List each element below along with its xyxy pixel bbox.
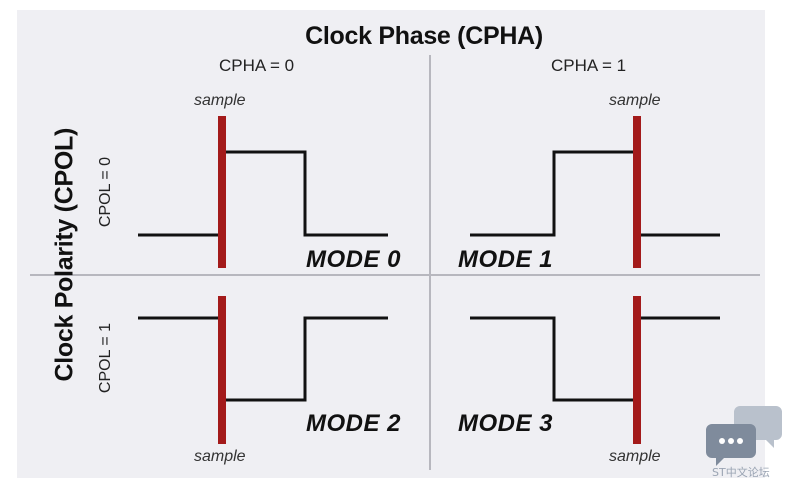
sample-label-mode1: sample xyxy=(609,92,661,109)
sample-label-mode3: sample xyxy=(609,448,661,465)
waveform-mode1 xyxy=(470,150,720,237)
sample-bar-mode0 xyxy=(218,116,226,268)
row-label-cpol0: CPOL = 0 xyxy=(97,156,114,228)
mode0-label: MODE 0 xyxy=(306,246,402,273)
waveform-mode0 xyxy=(138,150,388,237)
sample-label-mode2: sample xyxy=(194,448,246,465)
sample-label-mode0: sample xyxy=(194,92,246,109)
mode3-label: MODE 3 xyxy=(458,410,554,437)
column-label-cpha0: CPHA = 0 xyxy=(219,56,295,75)
waveform-mode3 xyxy=(470,316,720,402)
waveform-mode2 xyxy=(138,316,388,402)
sample-bar-mode2 xyxy=(218,296,226,444)
mode1-label: MODE 1 xyxy=(458,246,554,273)
cpha-title: Clock Phase (CPHA) xyxy=(305,22,543,50)
watermark-text: ST中文论坛 xyxy=(712,466,770,479)
cpol-title: Clock Polarity (CPOL) xyxy=(50,128,79,382)
sample-bar-mode1 xyxy=(633,116,641,268)
column-label-cpha1: CPHA = 1 xyxy=(551,56,627,75)
sample-bar-mode3 xyxy=(633,296,641,444)
row-label-cpol1: CPOL = 1 xyxy=(97,322,114,394)
mode2-label: MODE 2 xyxy=(306,410,402,437)
chat-bubbles-icon xyxy=(706,406,782,466)
